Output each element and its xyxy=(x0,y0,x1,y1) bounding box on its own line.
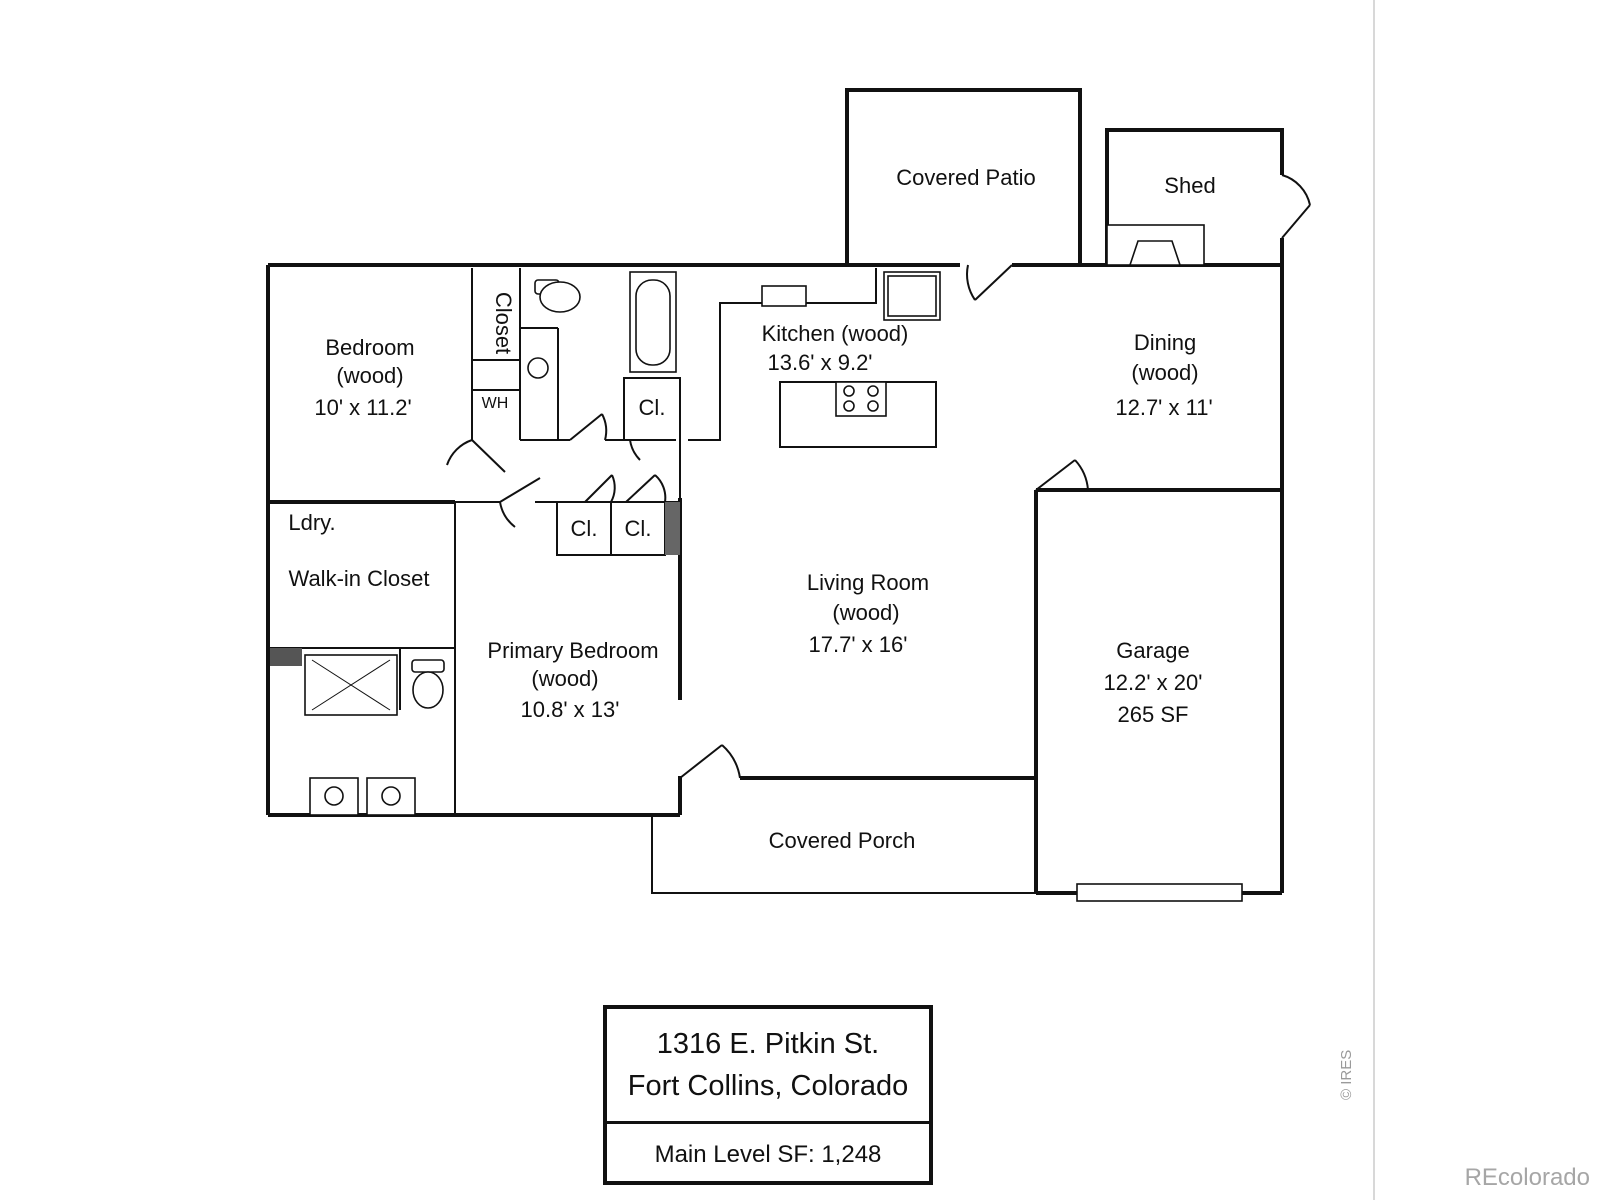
page-divider-line xyxy=(1373,0,1375,1200)
room-size-kitchen: 13.6' x 9.2' xyxy=(767,350,872,375)
room-label-closet: Closet xyxy=(491,292,516,354)
room-size-living-room: 17.7' x 16' xyxy=(809,632,908,657)
room-label-bedroom: Bedroom xyxy=(325,335,414,360)
room-floor-bedroom: (wood) xyxy=(336,363,403,388)
room-size-dining: 12.7' x 11' xyxy=(1115,395,1212,420)
room-label-laundry: Ldry. xyxy=(288,510,335,535)
title-block: 1316 E. Pitkin St. Fort Collins, Colorad… xyxy=(603,1005,933,1185)
room-label-walkin-closet: Walk-in Closet xyxy=(289,566,430,591)
room-floor-dining: (wood) xyxy=(1131,360,1198,385)
room-label-closet-hall: Cl. xyxy=(639,395,666,420)
ires-watermark: © IRES xyxy=(1338,1049,1355,1100)
room-label-covered-patio: Covered Patio xyxy=(896,165,1035,190)
room-label-garage: Garage xyxy=(1116,638,1189,663)
room-label-primary-bedroom: Primary Bedroom xyxy=(487,638,658,663)
walls xyxy=(266,88,1284,895)
fixtures xyxy=(304,224,1243,902)
room-label-kitchen: Kitchen (wood) xyxy=(762,321,909,346)
address-line-1: 1316 E. Pitkin St. xyxy=(656,1028,880,1060)
room-size-primary-bedroom: 10.8' x 13' xyxy=(521,697,620,722)
room-label-closet-a: Cl. xyxy=(571,516,598,541)
room-label-dining: Dining xyxy=(1134,330,1196,355)
brand-watermark: REcolorado xyxy=(1464,1164,1590,1191)
room-label-closet-b: Cl. xyxy=(625,516,652,541)
doors xyxy=(446,174,1311,779)
room-label-living-room: Living Room xyxy=(807,570,929,595)
room-label-covered-porch: Covered Porch xyxy=(769,828,916,853)
room-label-wh: WH xyxy=(482,395,509,412)
room-floor-primary-bedroom: (wood) xyxy=(531,666,598,691)
room-size-bedroom: 10' x 11.2' xyxy=(314,395,411,420)
room-label-shed: Shed xyxy=(1164,173,1215,198)
address-block: 1316 E. Pitkin St. Fort Collins, Colorad… xyxy=(607,1009,929,1124)
main-level-sf: Main Level SF: 1,248 xyxy=(654,1141,882,1168)
room-size-garage: 12.2' x 20' xyxy=(1104,670,1203,695)
room-floor-living-room: (wood) xyxy=(832,600,899,625)
address-line-2: Fort Collins, Colorado xyxy=(627,1070,909,1102)
room-area-garage: 265 SF xyxy=(1118,702,1189,727)
